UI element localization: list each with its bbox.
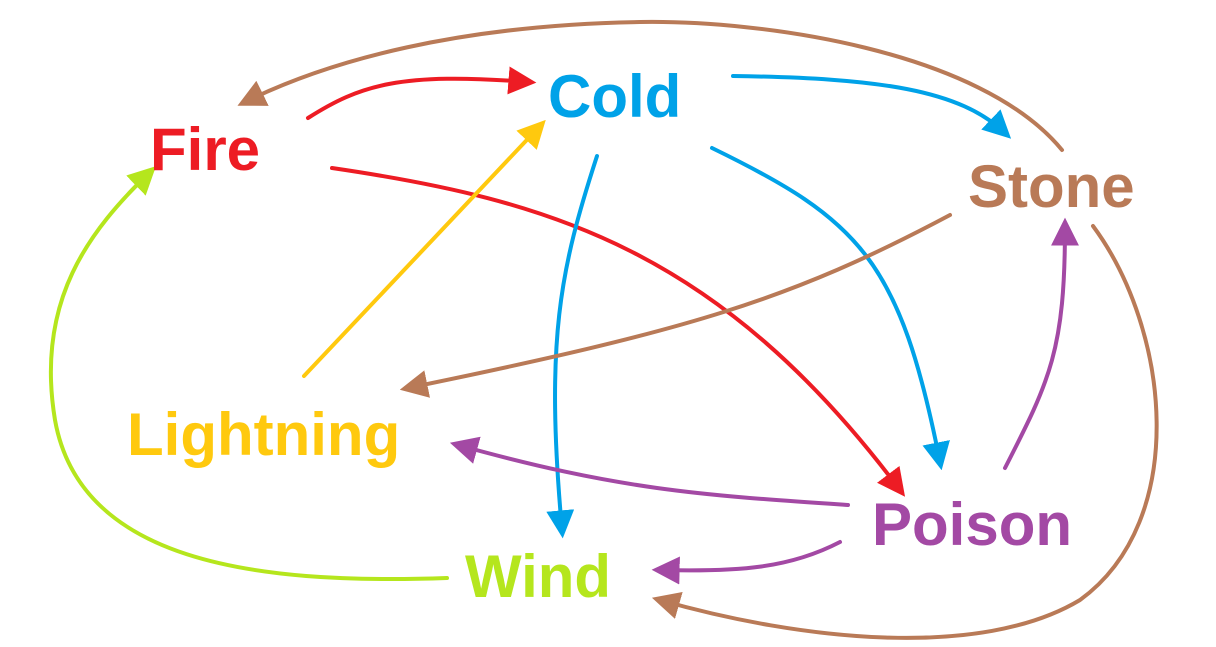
edge-lightning-cold [302,119,546,378]
edge-poison-wind [651,540,842,585]
node-lightning: Lightning [127,401,400,468]
edge-poison-lightning [449,436,850,507]
edge-stone-lightning [399,213,952,398]
edge-fire-poison [330,166,906,497]
edge-stone-fire [237,19,1064,152]
node-fire: Fire [150,116,260,183]
node-poison: Poison [872,491,1072,558]
edge-poison-stone [1003,217,1079,470]
node-wind: Wind [465,543,611,610]
edge-fire-cold [306,66,537,120]
edge-wind-fire [48,166,449,582]
edge-cold-stone [731,74,1012,139]
node-stone: Stone [968,153,1135,220]
node-cold: Cold [548,63,681,130]
edge-cold-wind [546,154,599,539]
edge-stone-wind [651,224,1159,640]
